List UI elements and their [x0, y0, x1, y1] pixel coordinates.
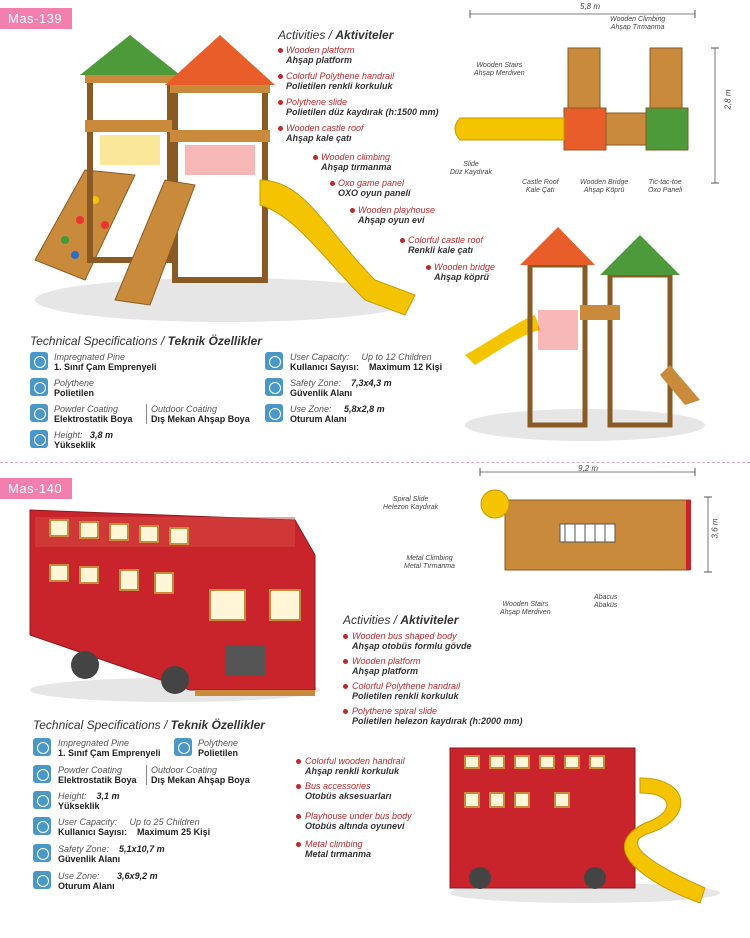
plan-height: 2,8 m: [723, 89, 733, 110]
bullet-dot: [278, 74, 283, 79]
user-capacity-icon: [265, 352, 283, 370]
tech-specs-title: Technical Specifications / Teknik Özelli…: [30, 334, 262, 348]
bullet-dot: [296, 842, 301, 847]
section-divider: [0, 462, 750, 463]
bullet-dot: [426, 265, 431, 270]
bullet-dot: [278, 126, 283, 131]
bullet-dot: [296, 814, 301, 819]
tech-specs-title: Technical Specifications / Teknik Özelli…: [33, 718, 265, 732]
bullet-dot: [343, 709, 348, 714]
floor-plan: [479, 468, 712, 573]
plan-width: 9,2 m: [578, 464, 599, 473]
bullet-dot: [343, 634, 348, 639]
pine-icon: [30, 352, 48, 370]
bullet-dot: [343, 684, 348, 689]
plan-width: 5,8 m: [580, 2, 601, 11]
bullet-dot: [278, 100, 283, 105]
pine-icon: [33, 738, 51, 756]
safety-zone-icon: [265, 378, 283, 396]
playground-illustration: [34, 35, 416, 322]
product-code-tag: Mas-139: [0, 8, 73, 29]
use-zone-icon: [33, 871, 51, 889]
bullet-dot: [343, 659, 348, 664]
polythene-icon: [174, 738, 192, 756]
bullet-dot: [350, 208, 355, 213]
playground-side-illustration: [465, 227, 705, 441]
powder-coating-icon: [33, 765, 51, 783]
bullet-dot: [278, 48, 283, 53]
polythene-icon: [30, 378, 48, 396]
bus-illustration: [29, 509, 320, 702]
user-capacity-icon: [33, 817, 51, 835]
floor-plan: [454, 10, 719, 184]
activities-title: Activities / Aktiviteler: [343, 613, 459, 627]
activities-title: Activities / Aktiviteler: [278, 28, 394, 42]
bullet-dot: [296, 784, 301, 789]
safety-zone-icon: [33, 844, 51, 862]
bullet-dot: [296, 759, 301, 764]
height-icon: [33, 791, 51, 809]
bullet-dot: [313, 155, 318, 160]
height-icon: [30, 430, 48, 448]
powder-coating-icon: [30, 404, 48, 422]
use-zone-icon: [265, 404, 283, 422]
product-code-tag: Mas-140: [0, 478, 73, 499]
bullet-dot: [330, 181, 335, 186]
bus-slide-illustration: [449, 747, 720, 904]
plan-height: 3,6 m: [710, 518, 720, 539]
bullet-dot: [400, 238, 405, 243]
